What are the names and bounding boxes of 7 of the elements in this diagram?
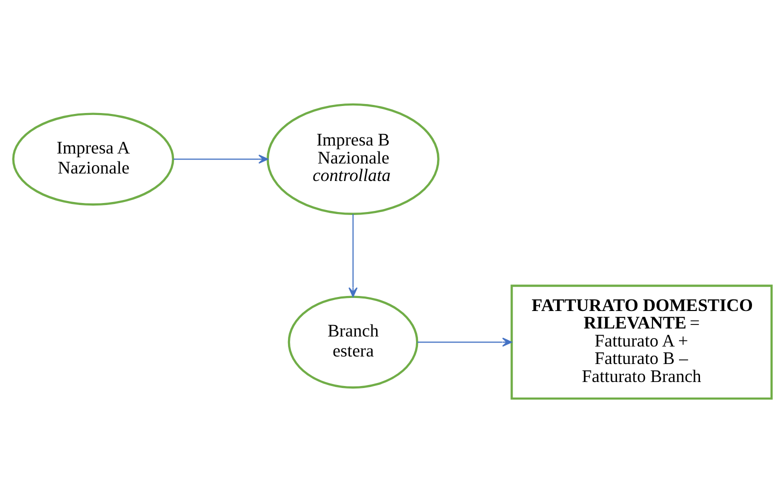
node-ellipse: Impresa A Nazionale: [12, 112, 174, 206]
arrow: [172, 154, 268, 164]
node-ellipse: Impresa B Nazionale controllata: [266, 102, 439, 214]
arrow: [416, 337, 512, 346]
node-box: FATTURATO DOMESTICO RILEVANTE = Fatturato A + Fatturato B – Fatturato Branch: [510, 284, 772, 400]
arrow: [348, 214, 358, 297]
node-ellipse: Branch estera: [287, 295, 418, 388]
